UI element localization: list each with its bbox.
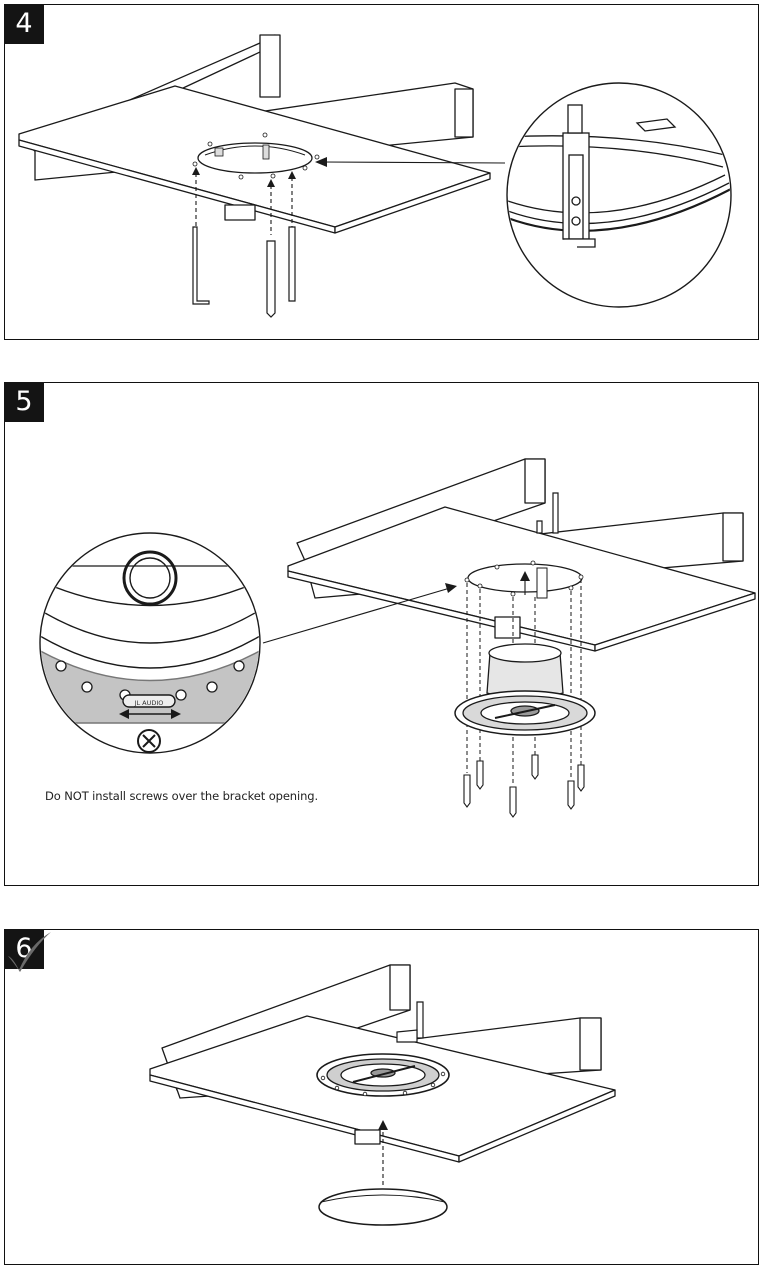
step-4-panel: 4 [4, 4, 759, 340]
step-5-panel: 5 [4, 382, 759, 886]
step-number: 4 [4, 4, 44, 44]
screw-placement-inset: JL AUDIO [39, 532, 261, 754]
step-5-illustration: JL AUDIO [39, 458, 756, 818]
installed-speaker [316, 1053, 450, 1097]
bracket-detail-inset [506, 82, 732, 308]
step-4-illustration [18, 34, 732, 318]
mounting-rods [192, 226, 296, 318]
screws [463, 754, 585, 818]
circled-x-icon [137, 729, 161, 753]
joist-end [259, 34, 281, 98]
step-6-panel: 6 [4, 929, 759, 1265]
checkmark-icon [8, 932, 51, 972]
step-6-illustration [149, 964, 616, 1226]
speaker-grille [318, 1188, 448, 1226]
speaker-assembly [454, 643, 596, 736]
brand-logo: JL AUDIO [134, 699, 164, 707]
warning-caption: Do NOT install screws over the bracket o… [45, 789, 319, 803]
step-number: 5 [4, 382, 44, 422]
ceiling-cutout [192, 132, 320, 180]
